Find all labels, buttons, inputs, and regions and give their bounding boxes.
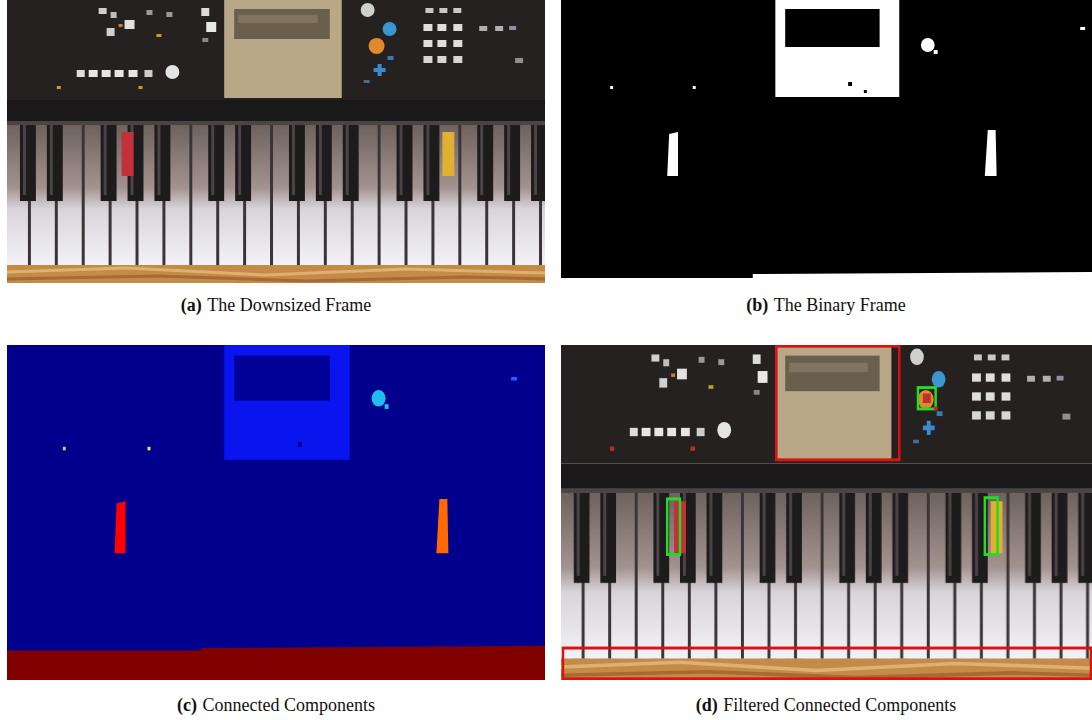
binary-frame xyxy=(561,0,1092,283)
panel-caption: (c)Connected Components xyxy=(177,694,375,716)
connected-components xyxy=(7,345,545,680)
rejected-box xyxy=(776,346,899,460)
caption-letter: (d) xyxy=(696,695,718,715)
rejected-box xyxy=(563,648,1091,679)
downsized-frame xyxy=(7,0,545,283)
caption-text: The Binary Frame xyxy=(774,295,906,315)
caption-letter: (b) xyxy=(746,295,768,315)
panel-caption: (d)Filtered Connected Components xyxy=(696,694,956,716)
panel-caption: (a)The Downsized Frame xyxy=(181,294,371,316)
caption-text: The Downsized Frame xyxy=(207,295,371,315)
caption-letter: (a) xyxy=(181,295,202,315)
panel-caption: (b) The Binary Frame xyxy=(746,294,905,316)
accepted-box xyxy=(985,498,998,555)
caption-text: Connected Components xyxy=(202,695,374,715)
caption-text: Filtered Connected Components xyxy=(723,695,956,715)
accepted-box xyxy=(667,499,680,555)
accepted-box xyxy=(918,388,936,409)
caption-letter: (c) xyxy=(177,695,197,715)
filtered-components xyxy=(561,345,1092,680)
